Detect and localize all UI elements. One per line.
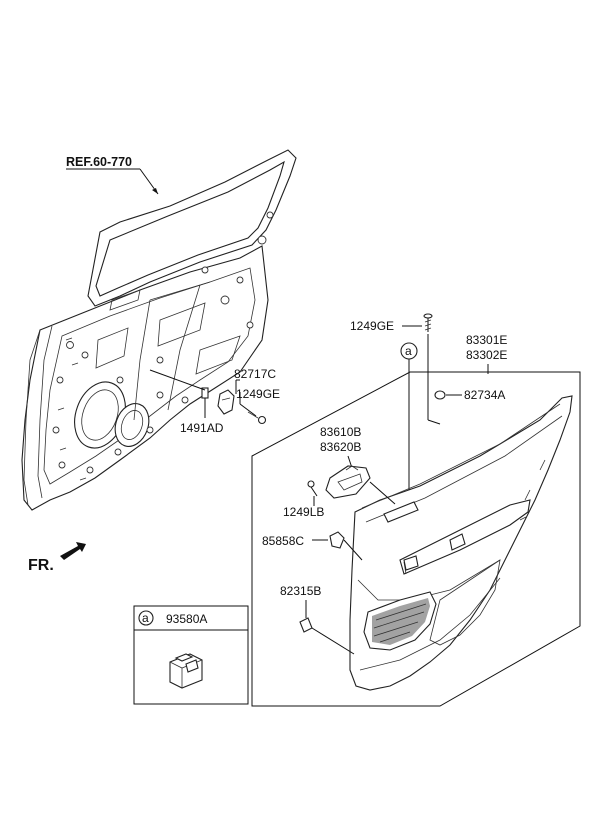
label-82734A: 82734A: [464, 388, 505, 402]
window-switch-93580A: [169, 653, 203, 689]
circle-a-text: a: [405, 344, 412, 358]
armrest: [399, 499, 531, 575]
inset-circle-a: [138, 610, 154, 626]
mid-fasteners: [201, 387, 267, 425]
ref-arrow: [152, 188, 158, 194]
label-83302E: 83302E: [466, 348, 507, 362]
label-85858C: 85858C: [262, 534, 304, 548]
door-trim-panel: [349, 395, 573, 691]
label-1249GE-mid: 1249GE: [236, 387, 280, 401]
fr-arrow-icon: [60, 542, 86, 560]
door-frame: [21, 149, 297, 511]
label-83610B: 83610B: [320, 425, 361, 439]
exploded-view-outline: [251, 371, 581, 707]
clip-82315B: [299, 617, 313, 633]
label-83620B: 83620B: [320, 440, 361, 454]
switch-plate: [403, 555, 419, 571]
label-1249LB: 1249LB: [283, 505, 324, 519]
screw-1249LB: [307, 480, 318, 497]
plug-82734A: [434, 390, 446, 400]
label-82315B: 82315B: [280, 584, 321, 598]
label-1491AD: 1491AD: [180, 421, 224, 435]
inset-box: a 93580A: [133, 605, 249, 705]
label-1249GE-top: 1249GE: [350, 319, 394, 333]
ref-label: REF.60-770: [66, 155, 132, 169]
label-82717C: 82717C: [234, 367, 276, 381]
screw-1249GE-top: [423, 313, 433, 332]
switch-recess: [383, 501, 419, 523]
inset-marker-text: a: [142, 611, 149, 625]
inside-handle-83610B: [325, 465, 371, 499]
bolt-1249GE-mid: [257, 415, 267, 425]
label-83301E: 83301E: [466, 333, 507, 347]
clip-85858C: [329, 531, 345, 549]
clip-82717C: [217, 389, 235, 415]
inset-part-number: 93580A: [166, 612, 207, 626]
fr-label: FR.: [28, 557, 54, 574]
